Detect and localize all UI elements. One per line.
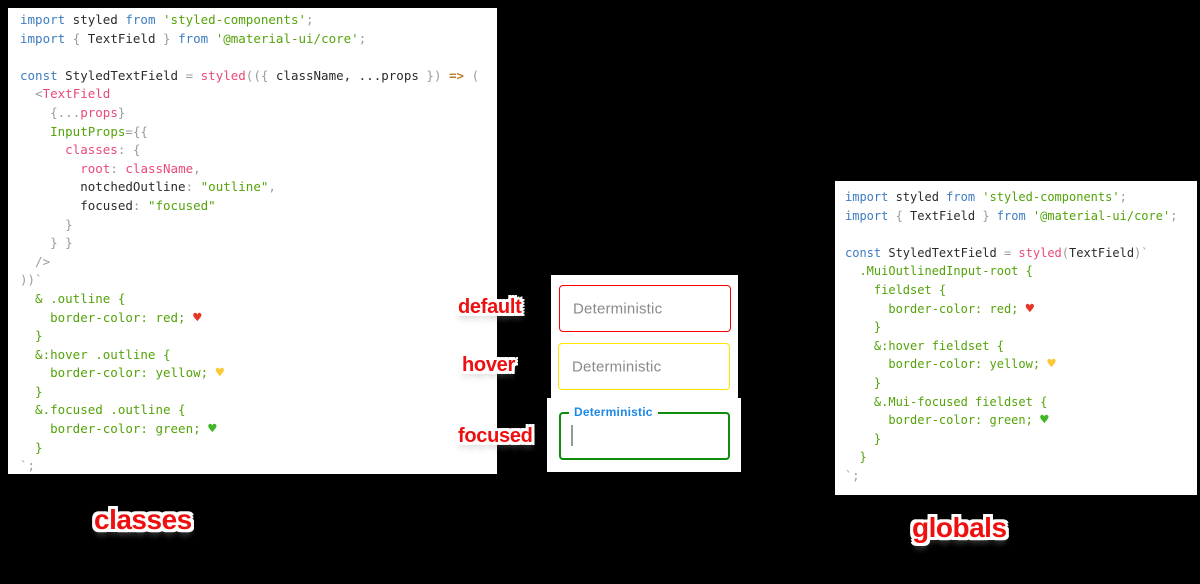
code-content-classes: import styled from 'styled-components';i… [20,12,480,474]
state-label-focused: focused [458,425,533,447]
textfield-default-placeholder: Deterministic [573,300,663,317]
state-label-hover: hover [462,354,515,376]
textfield-focused-label: Deterministic [569,405,658,419]
caption-globals: globals [912,512,1007,543]
text-cursor [571,425,573,446]
state-label-default: default [458,296,522,318]
textfield-demo-panel: Deterministic Deterministic [551,275,738,400]
caption-classes: classes [94,504,192,535]
code-block-classes: import styled from 'styled-components';i… [8,8,497,474]
textfield-hover[interactable]: Deterministic [558,343,730,390]
textfield-focused-panel: Deterministic [547,398,741,472]
textfield-hover-placeholder: Deterministic [572,358,662,375]
code-block-globals: import styled from 'styled-components';i… [835,181,1197,495]
textfield-focused[interactable]: Deterministic [559,405,730,460]
textfield-default[interactable]: Deterministic [559,285,731,332]
code-content-globals: import styled from 'styled-components';i… [845,190,1178,483]
